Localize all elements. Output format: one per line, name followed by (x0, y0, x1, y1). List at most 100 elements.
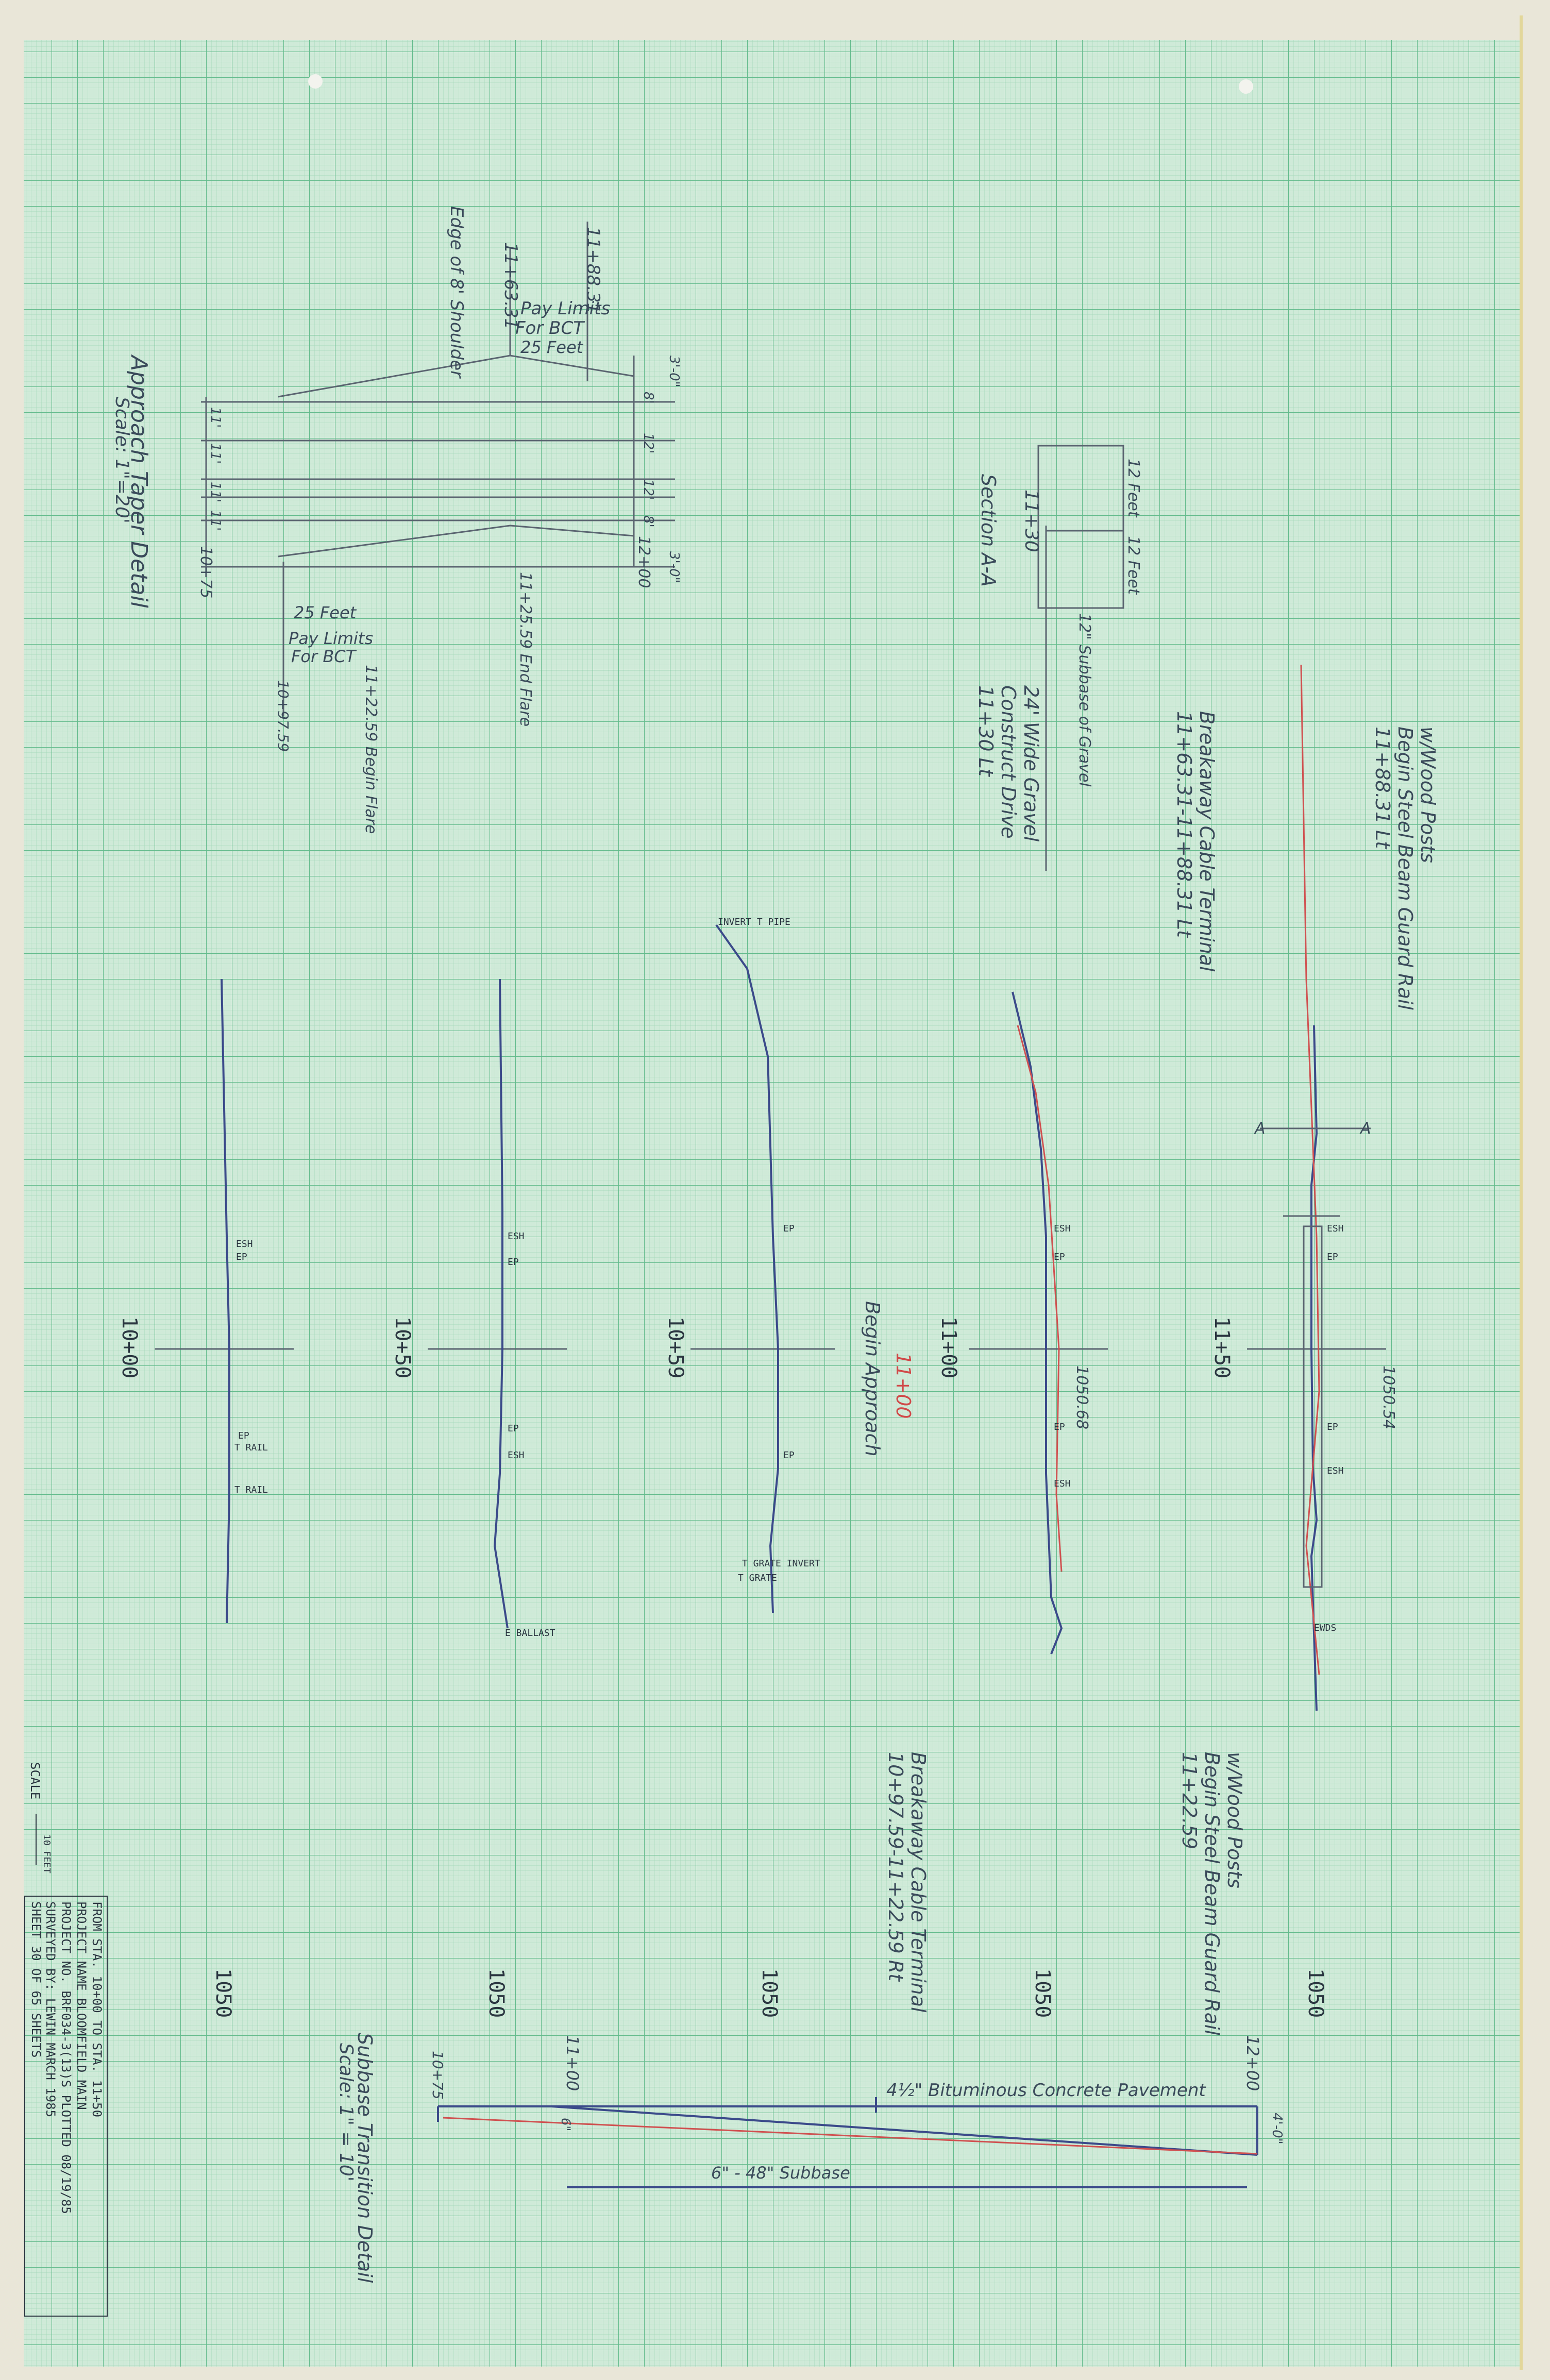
section-aa-subbase: 12" Subbase of Gravel (1075, 613, 1093, 787)
svg-text:11': 11' (208, 407, 223, 428)
subbase-pavement: 4½" Bituminous Concrete Pavement (886, 2080, 1206, 2101)
svg-text:EP: EP (508, 1423, 519, 1434)
svg-text:4'-0": 4'-0" (1269, 2113, 1285, 2145)
sta-bottom: 10+97.59 (275, 680, 292, 752)
pay-limits-bottom: Pay Limits (289, 629, 373, 648)
xsec-11-50-profile (1310, 1025, 1318, 1711)
svg-text:EP: EP (1327, 1252, 1338, 1262)
svg-text:EP: EP (236, 1252, 247, 1262)
station-10-59: 10+59 (664, 1316, 687, 1378)
sta-1: 12+00 (635, 536, 653, 588)
subbase-subbase: 6" - 48" Subbase (711, 2163, 850, 2183)
svg-text:ESH: ESH (1327, 1223, 1344, 1234)
subbase-sta-right: 12+00 (1243, 2035, 1262, 2091)
svg-text:E BALLAST: E BALLAST (505, 1628, 555, 1639)
svg-text:12 Feet: 12 Feet (1124, 536, 1142, 595)
approach-taper-title: Approach Taper Detail (126, 354, 152, 609)
svg-text:3'-0": 3'-0" (666, 356, 682, 387)
svg-text:11': 11' (208, 443, 223, 464)
station-11-00: 11+00 (937, 1316, 961, 1378)
svg-text:1050: 1050 (211, 1968, 235, 2018)
approach-taper-detail: Approach Taper Detail Scale: 1"=20' Edge… (111, 206, 682, 834)
title-line-project-name: PROJECT NAME BLOOMFIELD MAIN (74, 1901, 89, 2110)
svg-text:For BCT: For BCT (515, 318, 585, 339)
xsec-10-50-profile (493, 978, 509, 1629)
svg-text:3'-0": 3'-0" (666, 551, 682, 583)
punch-hole (1239, 79, 1253, 94)
svg-text:1050: 1050 (484, 1968, 508, 2018)
section-aa: Section A-A 11+30 12 Feet 12 Feet 12" Su… (977, 445, 1142, 871)
svg-text:ESH: ESH (508, 1231, 525, 1242)
subbase-sta-far: 10+75 (429, 2051, 446, 2100)
svg-text:1050: 1050 (1304, 1968, 1327, 2018)
length-top: 25 Feet (520, 337, 584, 357)
svg-text:12': 12' (641, 479, 656, 500)
scale-value: 10 FEET (41, 1834, 52, 1873)
svg-text:ESH: ESH (236, 1239, 253, 1250)
svg-text:EP: EP (783, 1223, 795, 1234)
svg-text:EP: EP (1054, 1252, 1065, 1262)
svg-text:11': 11' (208, 482, 223, 502)
title-line-project-no: PROJECT NO. BRF034-3(13)S PLOTTED 08/19/… (59, 1901, 73, 2214)
note-drive: 11+30 LtConstruct Drive24' Wide Gravel (974, 685, 1042, 842)
cross-sections: A A 10+00 10+50 10+59 11+00 11+50 1050.6… (117, 664, 1397, 2018)
svg-text:ESH: ESH (508, 1450, 525, 1461)
svg-text:EWDS: EWDS (1314, 1623, 1336, 1633)
end-flare-label: 11+25.59 End Flare (516, 572, 534, 727)
svg-text:12': 12' (641, 433, 656, 453)
title-line-sheet: SHEET 30 OF 65 SHEETS (29, 1901, 43, 2057)
subbase-transition-detail: Subbase Transition Detail Scale: 1" = 10… (335, 2033, 1285, 2283)
svg-text:EP: EP (1054, 1422, 1065, 1432)
svg-text:T RAIL: T RAIL (234, 1484, 268, 1495)
svg-text:6": 6" (559, 2118, 573, 2131)
svg-text:11': 11' (208, 510, 223, 531)
station-11-50: 11+50 (1210, 1316, 1234, 1378)
svg-text:EP: EP (508, 1257, 519, 1268)
svg-text:ESH: ESH (1054, 1478, 1071, 1489)
subbase-title: Subbase Transition Detail (353, 2033, 376, 2283)
title-line-from-to: FROM STA. 10+00 TO STA. 11+50 (90, 1901, 104, 2117)
svg-text:T GRATE: T GRATE (738, 1573, 777, 1583)
svg-text:T GRATE INVERT: T GRATE INVERT (742, 1558, 820, 1569)
xsec-11-00-profile (1012, 991, 1063, 1655)
sta-start-label: 11+63.31 (500, 242, 521, 329)
svg-text:1050: 1050 (757, 1968, 781, 2018)
note-guard-right: 11+22.59Begin Steel Beam Guard Railw/Woo… (1178, 1752, 1246, 2035)
xsec-10-59-profile (715, 924, 779, 1613)
svg-text:1050: 1050 (1031, 1968, 1054, 2018)
svg-text:EP: EP (238, 1430, 249, 1441)
subbase-sta-left: 11+00 (563, 2035, 582, 2091)
elev-11-50: 1050.54 (1379, 1365, 1397, 1429)
svg-text:For BCT: For BCT (291, 647, 357, 666)
svg-text:INVERT T PIPE: INVERT T PIPE (718, 917, 790, 927)
station-10-00: 10+00 (117, 1316, 141, 1378)
note-bct-left: 11+63.31-11+88.31 LtBreakaway Cable Term… (1173, 711, 1218, 972)
sta-end-label: 11+88.31 (583, 227, 603, 314)
edge-shoulder-label: Edge of 8' Shoulder (446, 206, 467, 379)
sta-2: 10+75 (197, 546, 215, 598)
section-aa-sta: 11+30 (1021, 489, 1042, 552)
subbase-scale: Scale: 1" = 10' (335, 2043, 357, 2182)
xsec-10-00-profile (221, 978, 230, 1624)
pay-limits-top: Pay Limits (520, 298, 610, 319)
length-bottom: 25 Feet (294, 603, 357, 622)
section-aa-title: Section A-A (977, 474, 1000, 587)
note-bct-right: 10+97.59-11+22.59 RtBreakaway Cable Term… (884, 1752, 930, 2013)
svg-text:12 Feet: 12 Feet (1124, 459, 1142, 518)
scale-label: SCALE (28, 1762, 42, 1799)
svg-text:8': 8' (641, 392, 656, 404)
station-10-50: 10+50 (391, 1316, 414, 1378)
note-guard-left: 11+88.31 LtBegin Steel Beam Guard Railw/… (1371, 727, 1439, 1010)
title-line-surveyed: SURVEYED BY: LEWIN MARCH 1985 (43, 1901, 58, 2117)
svg-text:EP: EP (783, 1450, 795, 1461)
svg-text:T RAIL: T RAIL (234, 1442, 268, 1453)
svg-text:8': 8' (641, 515, 656, 528)
approach-taper-scale: Scale: 1"=20' (111, 397, 132, 524)
title-block: SCALE 10 FEET FROM STA. 10+00 TO STA. 11… (24, 1762, 108, 2317)
note-begin-approach: Begin Approach (861, 1301, 884, 1457)
section-marker-a-right: A (1359, 1120, 1371, 1138)
note-approach-sta: 11+00 (892, 1353, 915, 1419)
notes: 11+30 LtConstruct Drive24' Wide Gravel 1… (861, 685, 1439, 2035)
elev-11-00: 1050.68 (1073, 1365, 1091, 1429)
